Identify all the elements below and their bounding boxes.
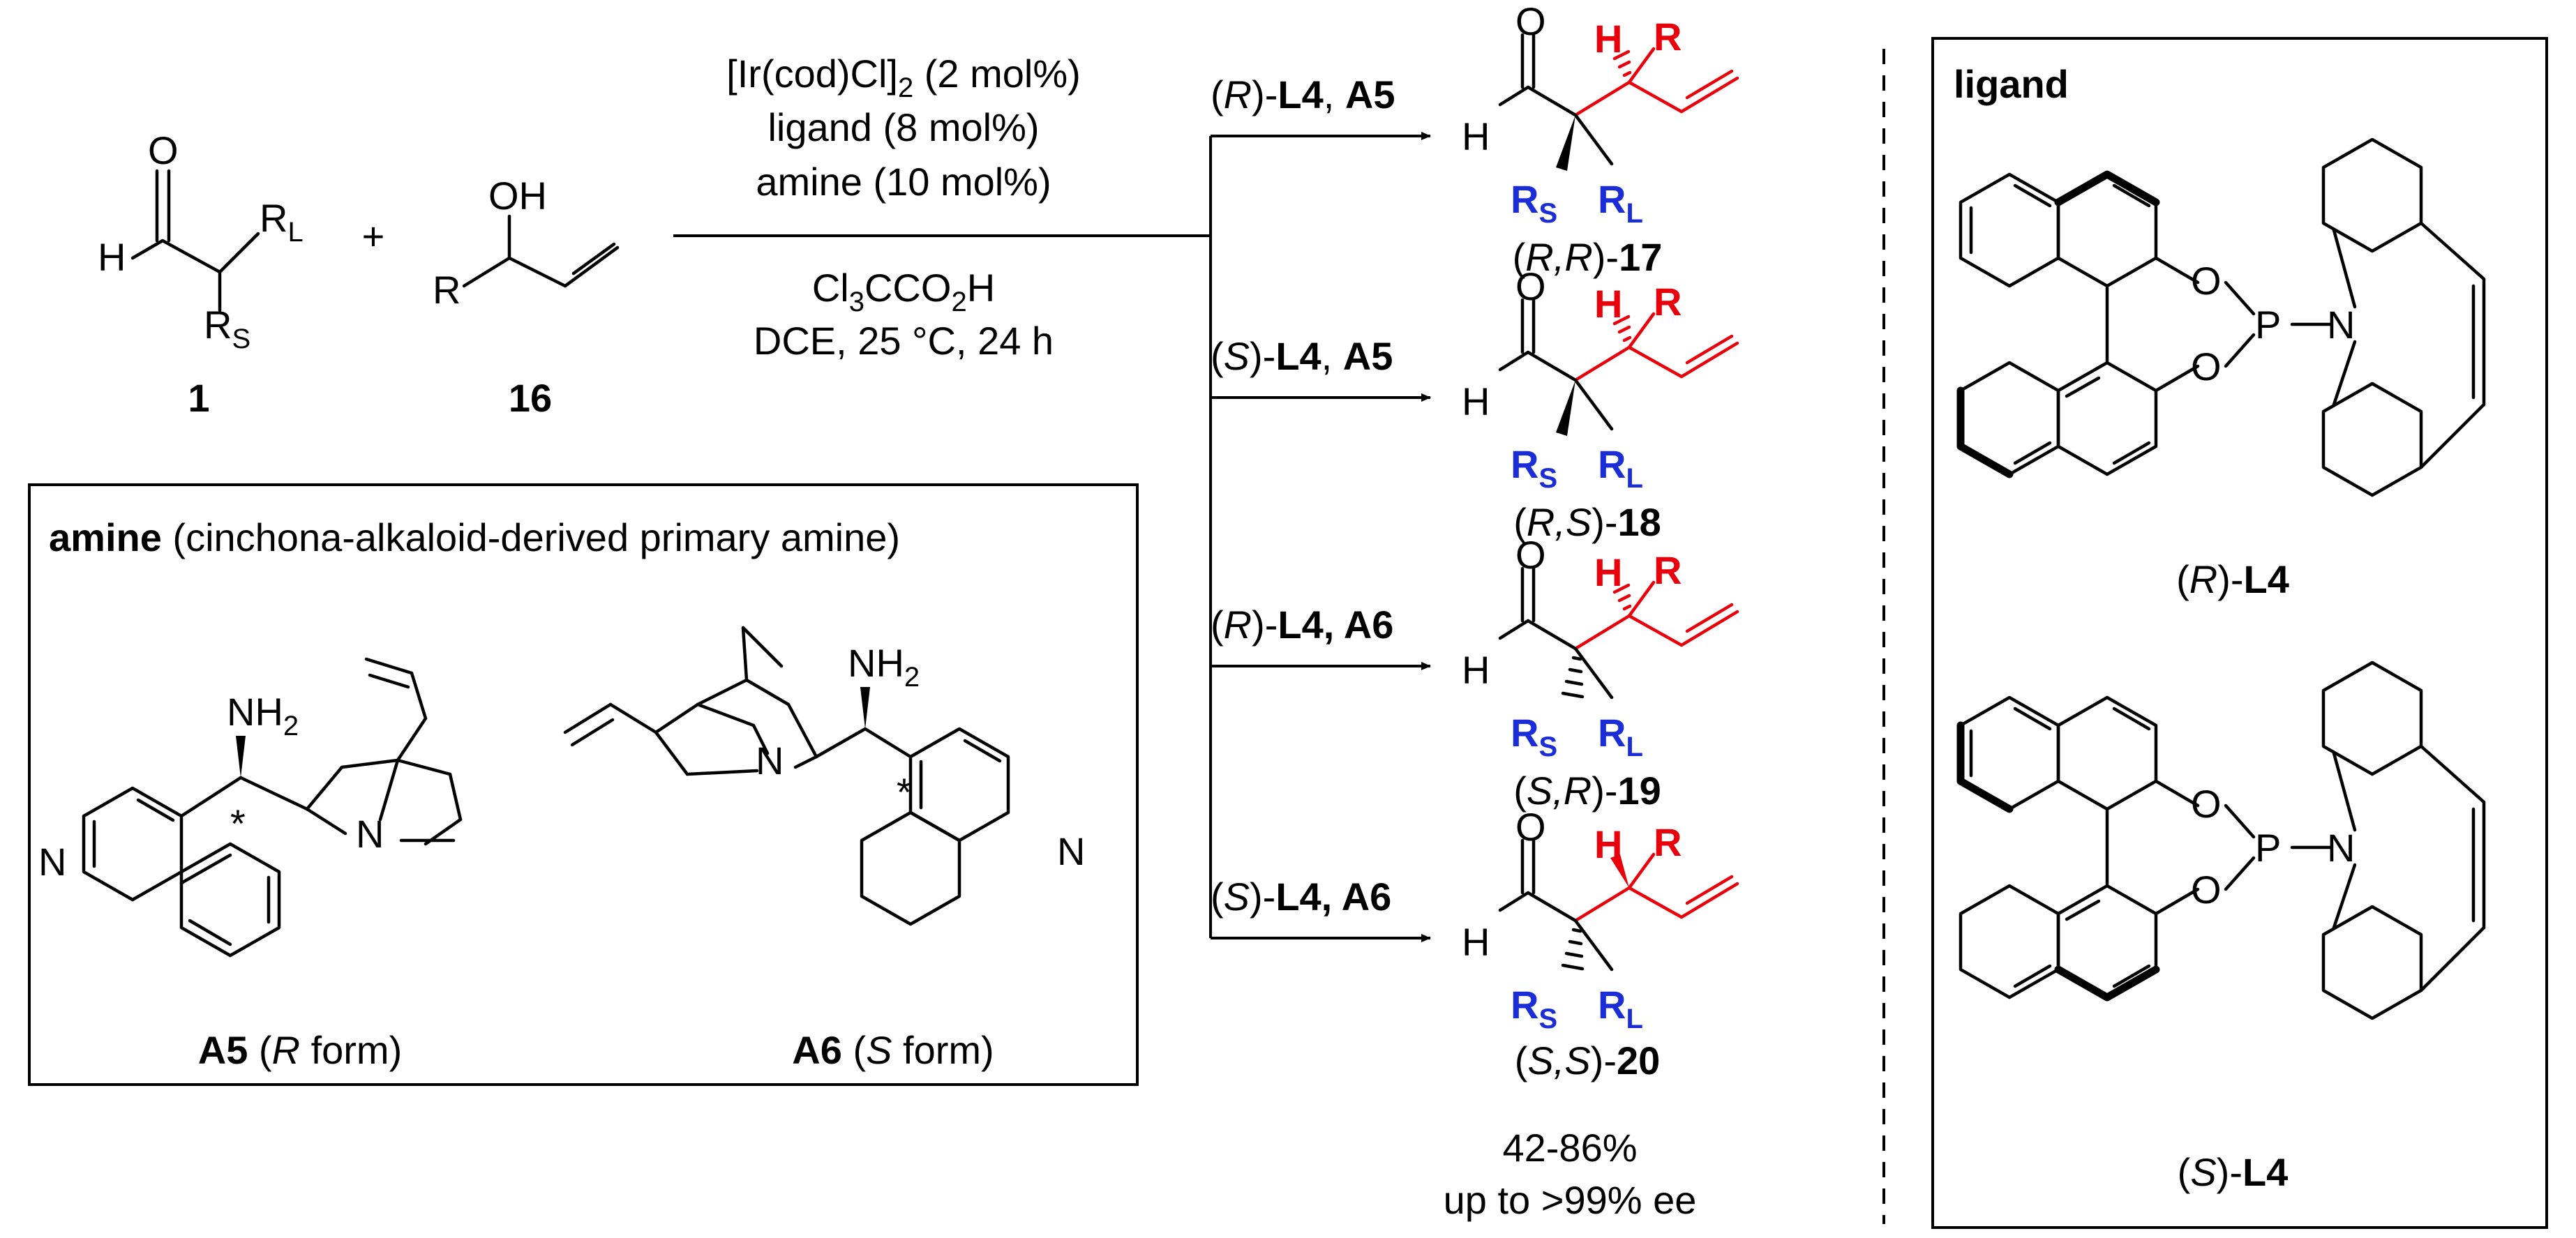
product-h-red: H bbox=[1594, 17, 1622, 61]
r-substituent: R bbox=[433, 268, 460, 312]
product-aldehyde-h: H bbox=[1462, 648, 1490, 692]
a6-stereo-star: * bbox=[897, 770, 912, 814]
rl-substituent: RL bbox=[260, 196, 304, 248]
product-aldehyde-h: H bbox=[1462, 114, 1490, 158]
yield-range: 42-86% bbox=[1502, 1126, 1637, 1170]
quinuclidine-n: N bbox=[356, 812, 384, 856]
ligand-s-l4-structure: O O P N bbox=[1956, 663, 2484, 1018]
product-rl: RL bbox=[1598, 442, 1643, 494]
product-20: O H H R RS RL (S,S)-20 bbox=[1462, 805, 1737, 1082]
azepine-n: N bbox=[2327, 826, 2355, 870]
product-oxygen: O bbox=[1515, 0, 1546, 43]
phosphite-oxygen: O bbox=[2191, 259, 2222, 303]
aldehyde-oxygen: O bbox=[148, 128, 179, 172]
product-oxygen: O bbox=[1515, 533, 1546, 577]
product-rs: RS bbox=[1511, 711, 1557, 762]
solvent-temp-time: DCE, 25 °C, 24 h bbox=[754, 319, 1054, 363]
hydroxyl-group: OH bbox=[488, 174, 547, 218]
product-aldehyde-h: H bbox=[1462, 920, 1490, 964]
ligand-loading: ligand (8 mol%) bbox=[767, 105, 1039, 149]
aldehyde-1: O H RL RS 1 bbox=[98, 128, 304, 420]
quinoline-n: N bbox=[1057, 829, 1085, 873]
ligand-box bbox=[1931, 37, 2548, 1229]
product-rs: RS bbox=[1511, 442, 1557, 494]
a5-label: A5 (R form) bbox=[198, 1028, 402, 1072]
compound-label-1: 1 bbox=[188, 376, 209, 420]
product-19: O H H R RS RL (S,R)-19 bbox=[1462, 533, 1737, 813]
product-r-red: R bbox=[1654, 15, 1682, 59]
phosphorus: P bbox=[2255, 303, 2281, 347]
branch-label-20: (S)-L4, A6 bbox=[1211, 875, 1391, 919]
ligand-box-title: ligand bbox=[1954, 62, 2069, 106]
amine-a5-structure: N N NH2 * bbox=[38, 657, 463, 958]
r-l4-label: (R)-L4 bbox=[2176, 557, 2289, 601]
phosphite-oxygen: O bbox=[2191, 782, 2222, 826]
branch-label-19: (R)-L4, A6 bbox=[1211, 603, 1393, 647]
product-label-17: (R,R)-17 bbox=[1513, 235, 1663, 279]
product-r-red: R bbox=[1654, 820, 1682, 864]
phosphite-oxygen: O bbox=[2191, 345, 2222, 388]
acid-additive: Cl3CCO2H bbox=[812, 266, 995, 317]
amine-box-title: amine (cinchona-alkaloid-derived primary… bbox=[49, 515, 900, 559]
branch-labels: (R)-L4, A5 (S)-L4, A5 (R)-L4, A6 (S)-L4,… bbox=[1211, 73, 1395, 919]
amine-a6-structure: N N NH2 * bbox=[563, 626, 1085, 926]
product-18: O H H R RS RL (R,S)-18 bbox=[1462, 264, 1737, 544]
product-aldehyde-h: H bbox=[1462, 379, 1490, 423]
product-label-18: (R,S)-18 bbox=[1513, 500, 1661, 544]
product-rl: RL bbox=[1598, 711, 1643, 762]
amine-box bbox=[28, 483, 1139, 1086]
phosphorus: P bbox=[2255, 826, 2281, 870]
branch-label-17: (R)-L4, A5 bbox=[1211, 73, 1395, 116]
product-h-red: H bbox=[1594, 822, 1622, 866]
quinuclidine-n: N bbox=[756, 739, 784, 783]
branch-label-18: (S)-L4, A5 bbox=[1211, 334, 1393, 378]
product-rs: RS bbox=[1511, 177, 1557, 229]
product-h-red: H bbox=[1594, 282, 1622, 326]
quinoline-n: N bbox=[38, 840, 66, 884]
a5-stereo-star: * bbox=[230, 801, 246, 845]
product-label-20: (S,S)-20 bbox=[1515, 1039, 1661, 1082]
allylic-alcohol-16: OH R 16 bbox=[433, 174, 620, 420]
product-h-red: H bbox=[1594, 550, 1622, 594]
plus-sign: + bbox=[362, 214, 385, 258]
aldehyde-hydrogen: H bbox=[98, 235, 126, 279]
a5-nh2: NH2 bbox=[227, 690, 299, 741]
product-r-red: R bbox=[1654, 548, 1682, 592]
product-rs: RS bbox=[1511, 983, 1557, 1034]
product-rl: RL bbox=[1598, 983, 1643, 1034]
compound-label-16: 16 bbox=[509, 376, 552, 420]
product-rl: RL bbox=[1598, 177, 1643, 229]
azepine-n: N bbox=[2327, 303, 2355, 347]
product-r-red: R bbox=[1654, 280, 1682, 324]
reaction-conditions: [Ir(cod)Cl]2 (2 mol%) ligand (8 mol%) am… bbox=[673, 52, 1211, 363]
product-17: O H H R RS RL (R,R)-17 bbox=[1462, 0, 1737, 279]
ee-range: up to >99% ee bbox=[1444, 1178, 1697, 1222]
amine-loading: amine (10 mol%) bbox=[756, 160, 1051, 204]
rs-substituent: RS bbox=[204, 303, 250, 354]
ligand-r-l4-structure: O O P N bbox=[1956, 139, 2484, 495]
s-l4-label: (S)-L4 bbox=[2178, 1150, 2289, 1194]
product-oxygen: O bbox=[1515, 264, 1546, 308]
product-oxygen: O bbox=[1515, 805, 1546, 849]
a6-nh2: NH2 bbox=[848, 641, 920, 693]
phosphite-oxygen: O bbox=[2191, 868, 2222, 912]
catalyst-line: [Ir(cod)Cl]2 (2 mol%) bbox=[726, 52, 1081, 103]
a6-label: A6 (S form) bbox=[792, 1028, 994, 1072]
product-label-19: (S,R)-19 bbox=[1513, 769, 1661, 813]
